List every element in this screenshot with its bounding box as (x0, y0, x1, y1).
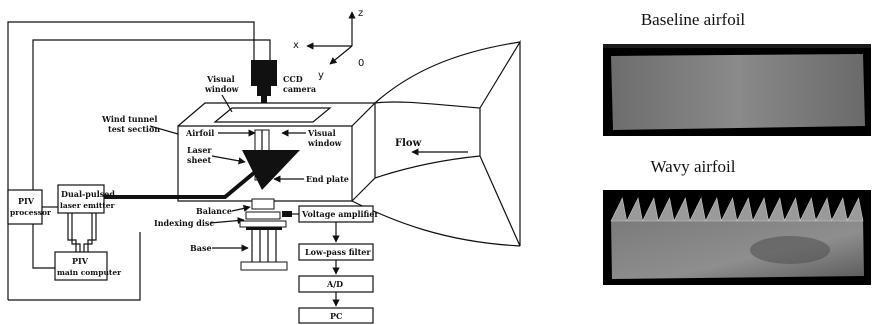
laser-sheet-leader (212, 156, 245, 162)
voltage-amplifier: Voltage amplifier (299, 206, 379, 222)
piv-main-computer: PIV main computer (55, 252, 122, 280)
piv-computer-label-2: main computer (57, 268, 122, 277)
low-pass-filter: Low-pass filter (299, 244, 373, 260)
axis-origin-label: 0 (358, 58, 364, 69)
airfoil-label: Airfoil (185, 128, 214, 138)
airfoil-photos: Baseline airfoil Wavy airfoil (603, 10, 871, 285)
ccd-camera: CCD camera (251, 60, 316, 103)
piv-processor-label-2: processor (10, 208, 52, 217)
flow-label: Flow (395, 138, 422, 149)
axis-x-label: x (293, 40, 299, 51)
indexing-disc-leader (210, 220, 244, 223)
pc-label: PC (330, 311, 342, 321)
processor-computer-link (33, 224, 55, 268)
coordinate-axes: z x y 0 (293, 8, 364, 81)
wind-tunnel-label-1: Wind tunnel (101, 114, 157, 124)
piv-processor-label-1: PIV (18, 196, 35, 206)
laser-sheet-label-1: Laser (187, 145, 212, 155)
laser-emitter-label-1: Dual-pulsed (61, 189, 115, 199)
visual-window-top-label-2: window (204, 84, 240, 94)
balance-leader (232, 207, 250, 211)
visual-window-side-label-1: Visual (307, 128, 336, 138)
visual-window-side-label-2: window (307, 138, 343, 148)
end-plate-label: End plate (306, 174, 349, 184)
visual-window-top-label-1: Visual (206, 74, 235, 84)
ccd-camera-label-1: CCD (283, 74, 303, 84)
balance-label: Balance (196, 206, 232, 216)
axis-z-label: z (358, 8, 363, 19)
ad-label: A/D (326, 279, 343, 289)
pc: PC (299, 308, 373, 323)
voltage-amplifier-label: Voltage amplifier (301, 209, 379, 219)
laser-beam (103, 172, 255, 197)
low-pass-filter-label: Low-pass filter (305, 247, 371, 257)
wind-tunnel-label-2: test section (108, 124, 160, 134)
laser-sheet (242, 150, 300, 190)
laser-emitter-label-2: laser emitter (60, 201, 116, 210)
indexing-disc-label: Indexing disc (154, 218, 214, 228)
laser-sheet-label-2: sheet (187, 155, 212, 165)
wavy-airfoil-photo (603, 190, 871, 285)
base-label: Base (190, 243, 212, 253)
ccd-camera-label-2: camera (283, 84, 316, 94)
axis-y-label: y (318, 70, 324, 81)
wavy-caption: Wavy airfoil (650, 157, 735, 176)
experimental-setup-schematic: z x y 0 CCD camera Visual window (8, 8, 520, 323)
baseline-airfoil-photo (603, 44, 871, 136)
piv-computer-label-1: PIV (72, 256, 89, 266)
balance-stand (240, 199, 292, 270)
ad-converter: A/D (299, 276, 373, 292)
top-visual-window (215, 108, 330, 122)
baseline-caption: Baseline airfoil (641, 10, 746, 29)
outer-wire-loop (8, 22, 254, 300)
